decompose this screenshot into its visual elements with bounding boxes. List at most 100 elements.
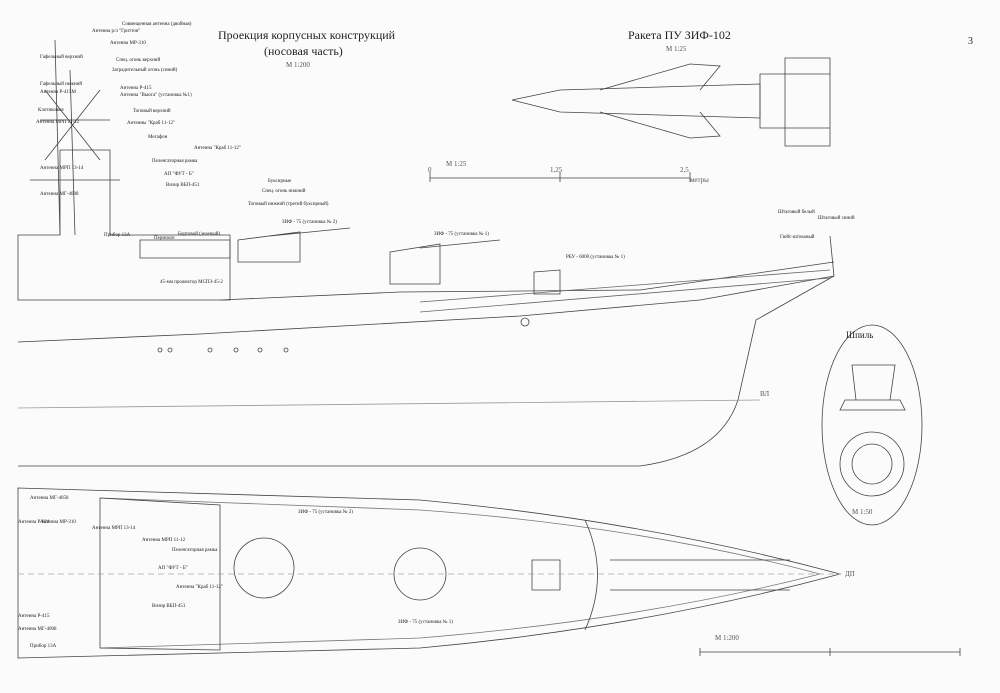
plan-callout: Антенна "Краб 11-12": [176, 585, 223, 590]
porthole: [520, 317, 530, 327]
plan-superstructure: [99, 497, 221, 651]
hull-scale: М 1:200: [286, 61, 310, 69]
profile-callout: Антенна МРП 13-14: [40, 166, 84, 171]
missile-title: Ракета ПУ ЗИФ-102: [628, 28, 731, 42]
profile-superstructure: [17, 149, 231, 301]
missile-bar-tick: 1,25: [550, 166, 563, 174]
profile-callout: Топовый нижний (третий буксирный): [248, 202, 329, 207]
spire-scale: М 1:50: [852, 508, 873, 516]
porthole: [167, 347, 173, 353]
plan-scale-label: М 1:200: [715, 634, 739, 642]
profile-gun-mount-1: [389, 239, 501, 285]
porthole: [233, 347, 239, 353]
missile-wing: [599, 63, 721, 139]
plan-callout: Антенна Р-824: [18, 520, 50, 525]
profile-callout: 45-мм прожектор МСПЗ-45-2: [160, 280, 223, 285]
profile-callout: Антенна МРП 11-12: [36, 120, 80, 125]
profile-callout: Мегафон: [148, 135, 168, 140]
missile-booster: [759, 57, 831, 147]
profile-callout: Гафельный нижний: [40, 82, 83, 87]
profile-callout: Прибор 13А: [104, 233, 131, 238]
porthole: [207, 347, 213, 353]
profile-jackstaff: [829, 235, 835, 277]
hull-subtitle: (носовая часть): [264, 44, 343, 58]
profile-callout: Антенна МР-310: [110, 41, 146, 46]
profile-callout: Клотиковые: [38, 108, 64, 113]
porthole: [283, 347, 289, 353]
plan-callout: Пеленгаторная рамка: [172, 548, 218, 553]
profile-deck-line: [17, 275, 835, 343]
plan-callout: Визир ВБП-451: [152, 604, 186, 609]
plan-callout: Прибор 13А: [30, 644, 57, 649]
spire-detail-frame: [821, 324, 923, 526]
missile-bar-label: М 1:25: [446, 160, 467, 168]
profile-callout: Гафельный верхний: [40, 55, 83, 60]
waterline: [17, 399, 761, 409]
plan-deck-edge: [99, 497, 822, 649]
spire-title: Шпиль: [846, 330, 874, 340]
profile-callout: ЗИФ - 75 (установка № 2): [282, 220, 337, 225]
plan-callout: Антенна МРП 11-12: [142, 538, 186, 543]
profile-callout: Антенна МГ-4008: [40, 192, 79, 197]
profile-callout: Антенна Р-415: [120, 86, 152, 91]
plan-callout: ЗИФ - 75 (установка № 2): [298, 510, 353, 515]
porthole: [157, 347, 163, 353]
profile-callout: Заградительный огонь (синий): [112, 68, 178, 73]
spire-elevation: [839, 364, 906, 411]
missile-scale-bar: [429, 172, 691, 182]
profile-mast: [30, 39, 120, 236]
plan-breakwater: [584, 519, 598, 631]
plan-anchor-gear: [610, 559, 790, 591]
missile-bar-tick: 0: [428, 166, 432, 174]
plan-callout: Антенна МГ-4008: [18, 627, 57, 632]
plan-callout: ЗИФ - 75 (установка № 1): [398, 620, 453, 625]
profile-callout: Совмещенная антенна (двойная): [122, 22, 192, 27]
missile-body: [511, 83, 761, 119]
plan-line-label: ДП: [845, 570, 855, 578]
profile-callout: Топовый верхний: [133, 109, 171, 114]
plan-callout: АП "ФУТ - Б": [158, 566, 188, 571]
profile-bridge: [139, 239, 231, 259]
profile-callout: Бортовой (зеленый): [178, 232, 221, 237]
profile-callout: Антенна Р-415М: [40, 90, 76, 95]
profile-callout: Антенна р/л "Гриттон": [92, 29, 141, 34]
missile-bar-tick: 2,5: [680, 166, 689, 174]
profile-callout: Спец. огонь верхний: [116, 58, 161, 63]
profile-callout: РБУ - 6000 (установка № 1): [566, 255, 625, 260]
profile-callout: Пеленгаторная рамка: [152, 159, 198, 164]
spire-plan-inner: [851, 443, 893, 485]
profile-callout: АП "ФУТ - Б": [164, 172, 194, 177]
profile-callout: Буксирные: [268, 179, 292, 184]
plan-gun-mount-2: [233, 537, 295, 599]
profile-rbu: [533, 269, 561, 295]
porthole: [257, 347, 263, 353]
profile-callout: Штаговый белый: [778, 210, 815, 215]
profile-callout: Спец. огонь нижний: [262, 189, 306, 194]
plan-callout: Антенна МР-310: [40, 520, 76, 525]
profile-gun-mount-2: [237, 227, 351, 263]
profile-callout: Антенна "Вьюга" (установка №1): [120, 93, 192, 98]
page-number: 3: [968, 36, 973, 47]
plan-callout: Антенна МГ-4058: [30, 496, 69, 501]
plan-callout: Антенна МРП 13-14: [92, 526, 136, 531]
profile-railing: [419, 269, 831, 313]
profile-hull-bottom: [18, 275, 835, 467]
profile-bulwark: [219, 261, 835, 301]
missile-scale: М 1:25: [666, 45, 687, 53]
profile-callout: Перископ: [154, 236, 175, 241]
profile-callout: ЗИФ - 75 (установка № 1): [434, 232, 489, 237]
plan-scale-bar: [699, 648, 961, 656]
plan-hull-outline: [17, 487, 842, 659]
missile-bar-unit: метры: [690, 176, 709, 184]
hull-title: Проекция корпусных конструкций: [218, 28, 396, 42]
profile-callout: Штаговый синий: [818, 216, 855, 221]
spire-plan: [839, 431, 905, 497]
profile-callout: Антенны "Краб 11-12": [127, 121, 176, 126]
profile-callout: Антенна "Краб 11-12": [194, 146, 241, 151]
plan-callout: Антенна Р-415: [18, 614, 50, 619]
profile-callout: Гюйс-штоковый: [780, 235, 815, 240]
profile-callout: Визир ВБП-451: [166, 183, 200, 188]
waterline-label: ВЛ: [760, 390, 770, 398]
